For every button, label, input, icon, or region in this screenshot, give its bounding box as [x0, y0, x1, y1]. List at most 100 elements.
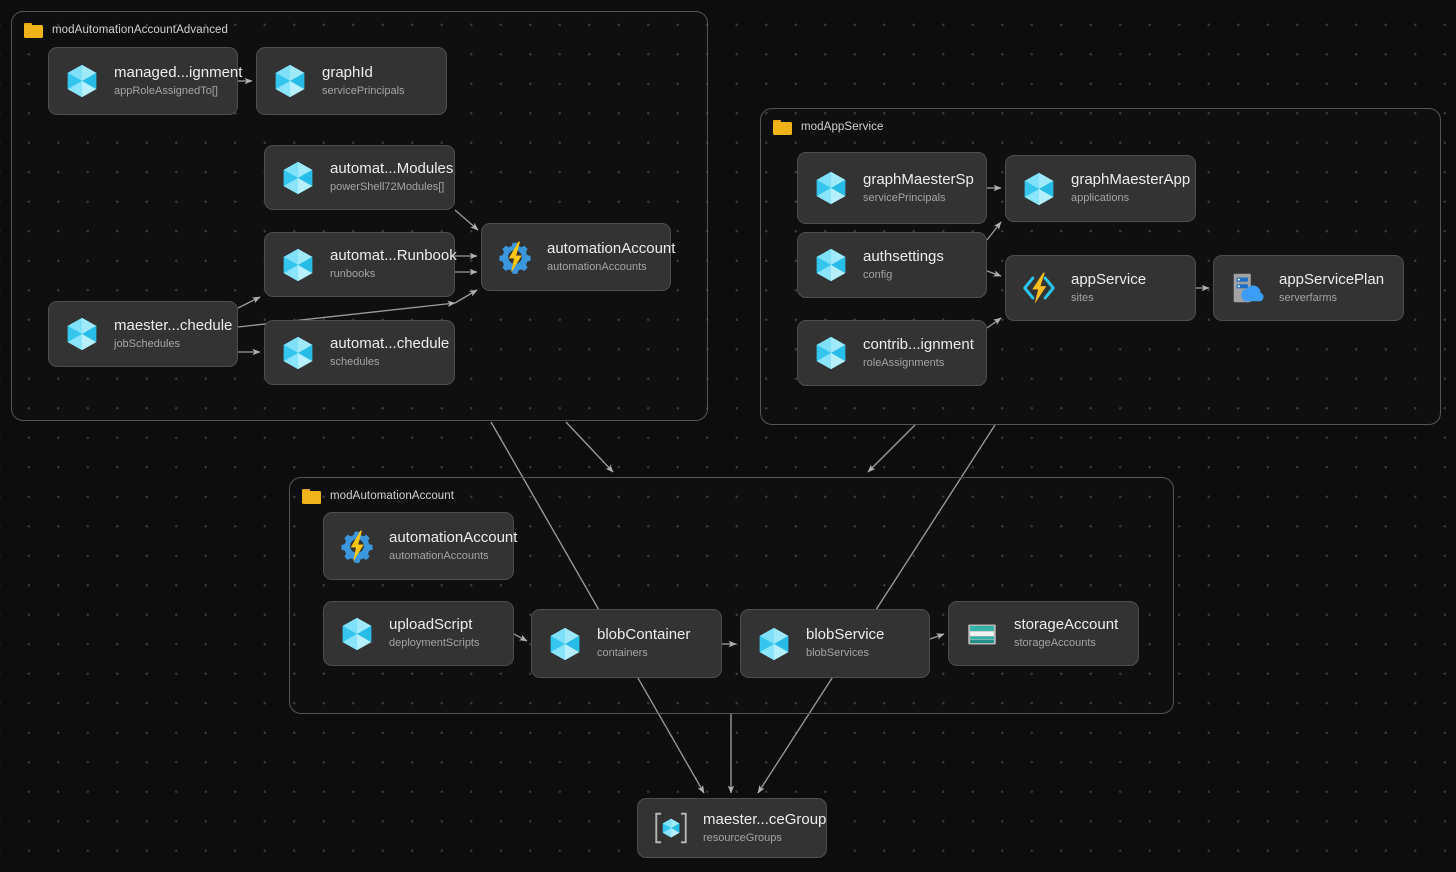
node-text: maester...chedule jobSchedules	[114, 316, 233, 351]
node-text: graphId servicePrincipals	[322, 64, 405, 98]
group-header: modAutomationAccount	[302, 486, 454, 506]
node-text: automat...chedule schedules	[330, 335, 450, 369]
node-subtitle: storageAccounts	[1014, 637, 1096, 650]
folder-icon	[302, 488, 321, 504]
node-title: storageAccount	[1014, 616, 1119, 634]
node-subtitle: applications	[1071, 192, 1130, 205]
node-subtitle: appRoleAssignedTo[]	[114, 84, 218, 97]
node-automation-schedule[interactable]: automat...chedule schedules	[264, 320, 455, 385]
node-subtitle: automationAccounts	[389, 549, 489, 562]
group-label: modAutomationAccount	[330, 490, 455, 502]
node-subtitle: blobServices	[806, 647, 869, 660]
node-managed-assignment[interactable]: managed...ignment appRoleAssignedTo[]	[48, 47, 243, 115]
node-title: automationAccount	[547, 239, 676, 257]
node-text: authsettings config	[863, 248, 944, 282]
node-title: authsettings	[863, 247, 944, 265]
node-title: automationAccount	[389, 528, 518, 546]
group-modAppService[interactable]: modAppService	[760, 108, 1441, 425]
node-title: maester...ceGroup	[703, 810, 827, 828]
node-subtitle: config	[863, 268, 893, 281]
node-text: graphMaesterApp applications	[1071, 171, 1190, 205]
node-text: contrib...ignment roleAssignments	[863, 335, 974, 370]
group-modAutomationAccount[interactable]: modAutomationAccount	[289, 477, 1174, 714]
edge-group-appsvc-to-modaa	[867, 424, 916, 473]
node-automation-modules[interactable]: automat...Modules powerShell72Modules[]	[264, 145, 455, 210]
automation-account-icon	[338, 527, 376, 565]
node-title: graphMaesterSp	[863, 170, 974, 188]
node-subtitle: servicePrincipals	[322, 84, 405, 97]
node-text: appService sites	[1071, 271, 1146, 305]
node-text: appServicePlan serverfarms	[1279, 271, 1384, 305]
cube-icon	[338, 615, 376, 653]
node-text: automat...Runbook runbooks	[330, 247, 457, 281]
node-upload-script[interactable]: uploadScript deploymentScripts	[323, 601, 514, 666]
app-service-icon	[1020, 269, 1058, 307]
node-app-service-plan[interactable]: appServicePlan serverfarms	[1213, 255, 1404, 321]
node-text: blobContainer containers	[597, 626, 690, 660]
node-text: automat...Modules powerShell72Modules[]	[330, 160, 454, 194]
cube-icon	[812, 246, 850, 284]
node-subtitle: runbooks	[330, 268, 376, 281]
node-blob-service[interactable]: blobService blobServices	[740, 609, 930, 678]
node-automation-account-module[interactable]: automationAccount automationAccounts	[323, 512, 518, 580]
node-title: appServicePlan	[1279, 270, 1385, 288]
cube-icon	[755, 625, 793, 663]
node-title: automat...Modules	[330, 160, 454, 178]
node-title: automat...chedule	[330, 335, 450, 353]
node-subtitle: serverfarms	[1279, 291, 1338, 304]
cube-icon	[812, 169, 850, 207]
node-graph-id[interactable]: graphId servicePrincipals	[256, 47, 447, 115]
node-title: managed...ignment	[114, 63, 243, 81]
group-label: modAppService	[801, 121, 884, 133]
node-title: uploadScript	[389, 616, 473, 634]
cube-icon	[279, 159, 317, 197]
storage-account-icon	[963, 615, 1001, 653]
cube-icon	[812, 334, 850, 372]
node-text: graphMaesterSp servicePrincipals	[863, 170, 974, 205]
node-text: uploadScript deploymentScripts	[389, 616, 480, 650]
node-maester-resource-group[interactable]: maester...ceGroup resourceGroups	[637, 798, 827, 858]
folder-icon	[24, 22, 43, 38]
node-subtitle: containers	[597, 647, 648, 660]
node-title: blobContainer	[597, 626, 691, 644]
group-label: modAutomationAccountAdvanced	[52, 24, 229, 36]
node-subtitle: sites	[1071, 291, 1094, 304]
node-title: graphId	[322, 63, 373, 81]
node-title: automat...Runbook	[330, 247, 457, 265]
folder-icon	[773, 119, 792, 135]
node-text: maester...ceGroup resourceGroups	[703, 810, 827, 845]
node-title: blobService	[806, 626, 885, 644]
node-storage-account[interactable]: storageAccount storageAccounts	[948, 601, 1139, 666]
node-title: contrib...ignment	[863, 335, 974, 353]
node-contributor-assignment[interactable]: contrib...ignment roleAssignments	[797, 320, 987, 386]
node-automation-account-advanced[interactable]: automationAccount automationAccounts	[481, 223, 676, 291]
cube-icon	[279, 334, 317, 372]
cube-icon	[546, 625, 584, 663]
group-modAutomationAccountAdvanced[interactable]: modAutomationAccountAdvanced	[11, 11, 708, 421]
automation-account-icon	[496, 238, 534, 276]
node-text: automationAccount automationAccounts	[547, 239, 676, 274]
edge-group-adv-to-modaa	[565, 421, 614, 473]
node-blob-container[interactable]: blobContainer containers	[531, 609, 722, 678]
node-subtitle: servicePrincipals	[863, 191, 946, 204]
node-automation-runbook[interactable]: automat...Runbook runbooks	[264, 232, 457, 297]
cube-icon	[279, 246, 317, 284]
node-app-service[interactable]: appService sites	[1005, 255, 1196, 321]
node-text: blobService blobServices	[806, 626, 884, 660]
node-graph-maester-app[interactable]: graphMaesterApp applications	[1005, 155, 1196, 222]
node-subtitle: automationAccounts	[547, 260, 647, 273]
node-subtitle: deploymentScripts	[389, 637, 480, 650]
group-header: modAppService	[773, 117, 883, 137]
node-graph-maester-sp[interactable]: graphMaesterSp servicePrincipals	[797, 152, 987, 224]
cube-icon	[63, 315, 101, 353]
cube-icon	[63, 62, 101, 100]
node-subtitle: schedules	[330, 356, 380, 369]
node-subtitle: powerShell72Modules[]	[330, 181, 445, 194]
node-subtitle: resourceGroups	[703, 831, 782, 844]
node-text: managed...ignment appRoleAssignedTo[]	[114, 63, 243, 98]
node-authsettings[interactable]: authsettings config	[797, 232, 987, 298]
node-title: maester...chedule	[114, 316, 233, 334]
cube-icon	[271, 62, 309, 100]
node-maester-schedule[interactable]: maester...chedule jobSchedules	[48, 301, 238, 367]
